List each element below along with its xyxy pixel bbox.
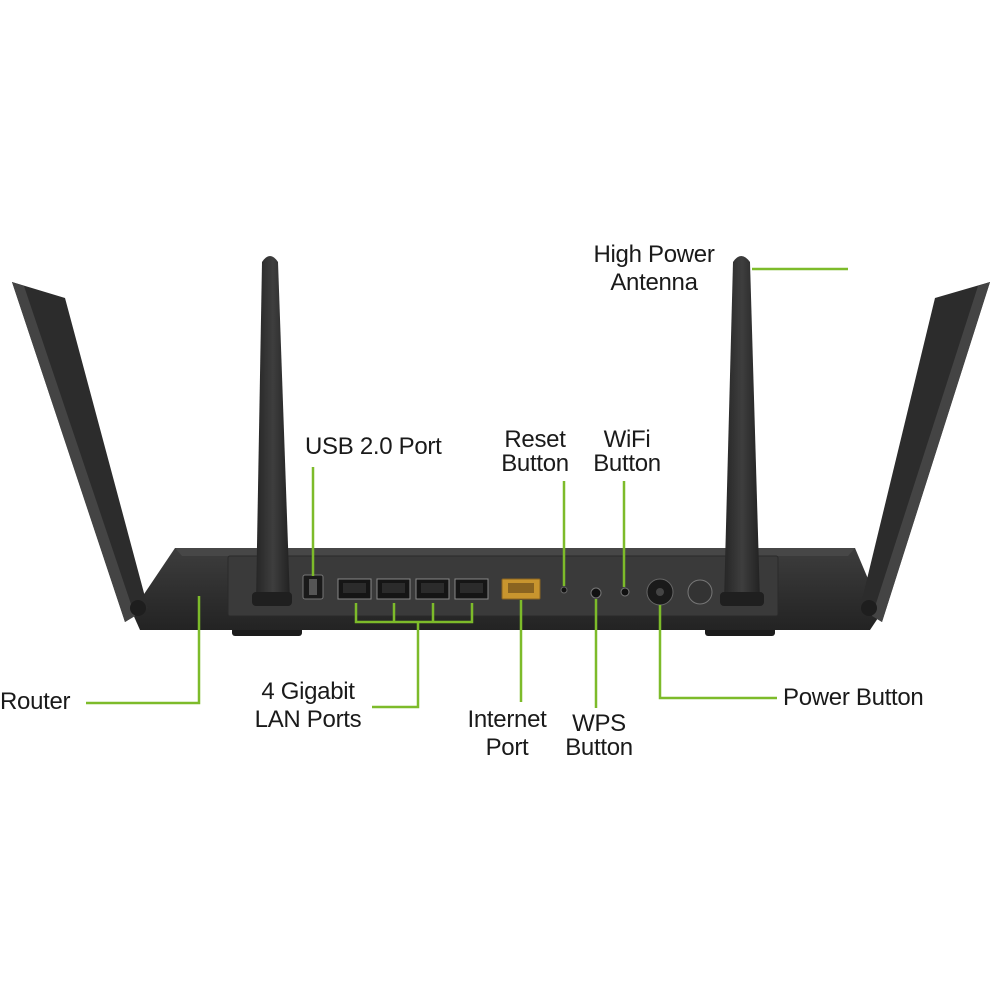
label-high-power-antenna: High Power Antenna — [593, 241, 715, 296]
wifi-button — [620, 587, 630, 597]
label-wps-button: WPS Button — [565, 710, 633, 761]
ethernet-port-icon — [337, 578, 372, 600]
label-router: Router — [0, 688, 71, 715]
antenna-center-right — [720, 256, 764, 606]
ethernet-port-icon — [376, 578, 411, 600]
internet-port — [501, 578, 541, 600]
ethernet-port-icon — [454, 578, 489, 600]
label-reset-button: Reset Button — [501, 426, 569, 477]
label-usb-port: USB 2.0 Port — [305, 433, 442, 460]
leader-power-button — [658, 605, 777, 700]
ethernet-port-icon — [415, 578, 450, 600]
lan-ports — [337, 578, 489, 600]
usb-port-icon — [302, 574, 324, 600]
leader-lan-ports — [354, 603, 474, 709]
antenna-left — [12, 282, 148, 622]
router-top-edge — [175, 548, 855, 556]
antenna-right — [860, 282, 990, 622]
label-power-button: Power Button — [783, 684, 924, 711]
antenna-center-left — [252, 256, 292, 606]
label-lan-ports: 4 Gigabit LAN Ports — [254, 678, 362, 733]
wps-button — [590, 587, 602, 599]
power-button — [687, 579, 713, 605]
reset-button — [560, 586, 568, 594]
leader-lines — [86, 267, 848, 709]
label-wifi-button: WiFi Button — [593, 426, 661, 477]
leader-router — [86, 596, 201, 705]
label-internet-port: Internet Port — [467, 706, 547, 761]
